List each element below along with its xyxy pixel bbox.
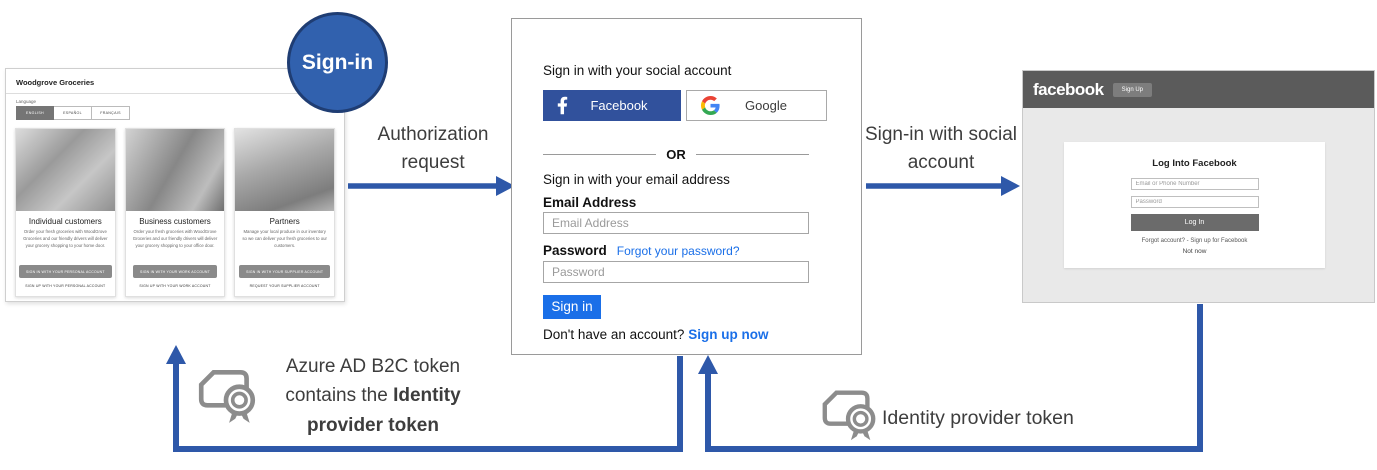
facebook-forgot-signup-links[interactable]: Forgot account? - Sign up for Facebook <box>1141 238 1248 244</box>
facebook-header-bar: facebook Sign Up <box>1023 71 1374 108</box>
woodgrove-groceries-page: Woodgrove Groceries Language ENGLISH ESP… <box>5 68 345 302</box>
facebook-password-input[interactable] <box>1130 196 1259 208</box>
sign-in-personal-account-button[interactable]: SIGN IN WITH YOUR PERSONAL ACCOUNT <box>18 265 112 278</box>
card-business-customers: Business customers Order your fresh groc… <box>124 128 226 297</box>
identity-provider-token-label: Identity provider token <box>882 407 1074 429</box>
certificate-token-icon <box>198 369 256 423</box>
card-title: Individual customers <box>28 217 102 226</box>
facebook-log-in-button[interactable]: Log In <box>1130 214 1259 231</box>
password-input[interactable] <box>543 261 809 283</box>
authorization-request-arrow <box>348 176 515 196</box>
card-title: Partners <box>269 217 300 226</box>
language-button-espanol[interactable]: ESPAÑOL <box>54 106 92 120</box>
social-sign-in-heading: Sign in with your social account <box>543 63 732 78</box>
log-into-facebook-title: Log Into Facebook <box>1152 158 1237 169</box>
sign-in-badge: Sign-in <box>287 12 388 113</box>
email-sign-in-heading: Sign in with your email address <box>543 172 730 187</box>
azure-token-return-arrow <box>166 345 683 452</box>
password-label: Password <box>543 243 607 258</box>
sign-in-supplier-account-button[interactable]: SIGN IN WITH YOUR SUPPLIER ACCOUNT <box>239 265 331 278</box>
azure-token-label: Azure AD B2C token contains the Identity… <box>266 352 480 440</box>
sign-in-social-label: Sign-in with social account <box>864 124 1018 173</box>
facebook-f-icon <box>557 96 568 115</box>
forgot-password-link[interactable]: Forgot your password? <box>616 244 740 258</box>
authorization-request-label: Authorization request <box>377 124 489 173</box>
language-button-francais[interactable]: FRANÇAIS <box>92 106 130 120</box>
b2c-sign-in-page: Sign in with your social account Faceboo… <box>511 18 862 355</box>
or-label: OR <box>666 147 686 162</box>
divider-line <box>695 154 809 155</box>
sign-in-button[interactable]: Sign in <box>543 295 601 319</box>
google-g-icon <box>701 96 720 115</box>
google-sign-in-button[interactable]: Google <box>686 90 827 121</box>
sign-in-social-arrow <box>866 176 1020 196</box>
business-customers-photo <box>125 129 225 211</box>
facebook-sign-in-button[interactable]: Facebook <box>543 90 681 121</box>
or-divider: OR <box>543 147 809 162</box>
email-address-label: Email Address <box>543 195 637 210</box>
certificate-token-icon <box>822 390 876 441</box>
sign-in-badge-label: Sign-in <box>301 50 374 74</box>
email-address-input[interactable] <box>543 212 809 234</box>
facebook-button-label: Facebook <box>590 98 648 113</box>
woodgrove-title: Woodgrove Groceries <box>6 69 344 94</box>
language-button-english[interactable]: ENGLISH <box>16 106 54 120</box>
card-description: Order your fresh groceries with WoodGrov… <box>132 229 218 248</box>
facebook-login-card: Log Into Facebook Log In Forgot account?… <box>1064 142 1325 268</box>
sign-up-work-account-link[interactable]: SIGN UP WITH YOUR WORK ACCOUNT <box>139 284 211 288</box>
card-individual-customers: Individual customers Order your fresh gr… <box>15 128 116 297</box>
azure-token-label-bold: Identity provider token <box>307 385 461 436</box>
sign-up-now-link[interactable]: Sign up now <box>688 327 769 342</box>
identity-token-return-arrow <box>698 304 1203 452</box>
card-title: Business customers <box>139 217 211 226</box>
azure-token-label-text: Azure AD B2C token contains the <box>285 356 461 407</box>
sign-in-work-account-button[interactable]: SIGN IN WITH YOUR WORK ACCOUNT <box>133 265 217 278</box>
divider-line <box>543 154 657 155</box>
card-description: Manage your local produce in our invento… <box>242 229 327 248</box>
no-account-text: Don't have an account? <box>543 327 685 342</box>
facebook-login-page: facebook Sign Up Log Into Facebook Log I… <box>1022 70 1375 303</box>
partners-photo <box>235 129 335 211</box>
card-partners: Partners Manage your local produce in ou… <box>234 128 336 297</box>
request-supplier-account-link[interactable]: REQUEST YOUR SUPPLIER ACCOUNT <box>249 284 320 288</box>
sign-up-row: Don't have an account? Sign up now <box>543 327 768 342</box>
sign-up-personal-account-link[interactable]: SIGN UP WITH YOUR PERSONAL ACCOUNT <box>25 284 106 288</box>
google-button-label: Google <box>745 98 787 113</box>
facebook-sign-up-button[interactable]: Sign Up <box>1112 82 1152 97</box>
language-label: Language <box>16 99 37 104</box>
facebook-not-now-link[interactable]: Not now <box>1182 248 1207 255</box>
individual-customers-photo <box>16 129 115 211</box>
facebook-email-input[interactable] <box>1130 178 1259 190</box>
facebook-logo: facebook <box>1033 79 1104 99</box>
card-description: Order your fresh groceries with WoodGrov… <box>23 229 108 248</box>
